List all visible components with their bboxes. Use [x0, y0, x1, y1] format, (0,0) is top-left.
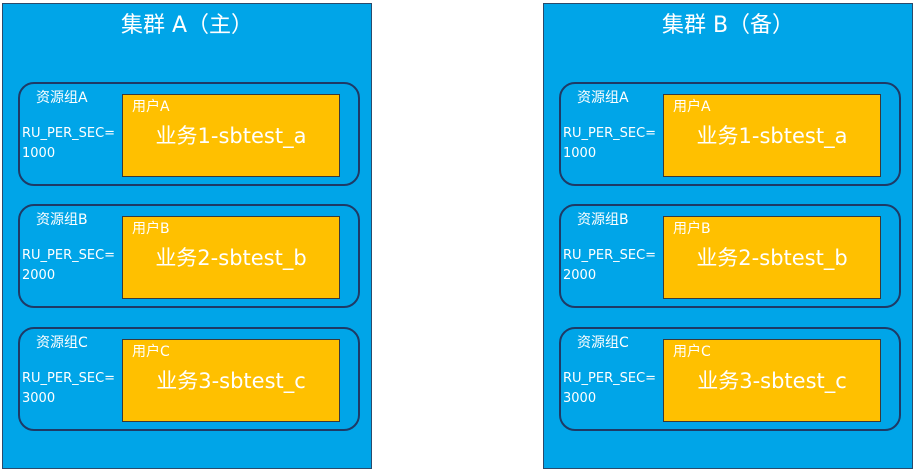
- business-name: 业务2-sbtest_b: [155, 246, 307, 270]
- resource-group-label: 资源组A: [577, 90, 629, 106]
- quota-value: 2000: [22, 268, 56, 283]
- cluster-b: 集群 B（备） 资源组A RU_PER_SEC= 1000 用户A 业务1-sb…: [543, 3, 913, 469]
- quota-key: RU_PER_SEC=: [563, 371, 657, 386]
- resource-group-quota: RU_PER_SEC= 2000: [563, 246, 668, 286]
- quota-key: RU_PER_SEC=: [563, 248, 657, 263]
- user-label: 用户B: [132, 221, 170, 237]
- resource-group-b: 资源组B RU_PER_SEC= 2000 用户B 业务2-sbtest_b: [18, 204, 360, 308]
- business-box: 用户B 业务2-sbtest_b: [663, 216, 881, 299]
- resource-group-b: 资源组B RU_PER_SEC= 2000 用户B 业务2-sbtest_b: [559, 204, 901, 308]
- user-label: 用户C: [673, 344, 711, 360]
- user-label: 用户B: [673, 221, 711, 237]
- resource-group-label: 资源组B: [577, 212, 629, 228]
- quota-value: 1000: [563, 146, 597, 161]
- user-label: 用户A: [132, 99, 170, 115]
- quota-key: RU_PER_SEC=: [22, 126, 116, 141]
- quota-key: RU_PER_SEC=: [22, 248, 116, 263]
- resource-group-a: 资源组A RU_PER_SEC= 1000 用户A 业务1-sbtest_a: [559, 82, 901, 186]
- business-name: 业务3-sbtest_c: [156, 369, 306, 393]
- user-label: 用户A: [673, 99, 711, 115]
- quota-key: RU_PER_SEC=: [563, 126, 657, 141]
- business-name: 业务1-sbtest_a: [155, 124, 307, 148]
- quota-key: RU_PER_SEC=: [22, 371, 116, 386]
- resource-group-quota: RU_PER_SEC= 1000: [563, 124, 668, 164]
- user-label: 用户C: [132, 344, 170, 360]
- resource-group-quota: RU_PER_SEC= 3000: [563, 369, 668, 409]
- business-box: 用户C 业务3-sbtest_c: [122, 339, 340, 422]
- resource-group-label: 资源组C: [36, 335, 88, 351]
- quota-value: 1000: [22, 146, 56, 161]
- resource-group-c: 资源组C RU_PER_SEC= 3000 用户C 业务3-sbtest_c: [559, 327, 901, 431]
- business-box: 用户B 业务2-sbtest_b: [122, 216, 340, 299]
- cluster-a: 集群 A（主） 资源组A RU_PER_SEC= 1000 用户A 业务1-sb…: [2, 3, 372, 469]
- business-box: 用户C 业务3-sbtest_c: [663, 339, 881, 422]
- resource-group-quota: RU_PER_SEC= 2000: [22, 246, 127, 286]
- resource-group-label: 资源组C: [577, 335, 629, 351]
- business-name: 业务1-sbtest_a: [696, 124, 848, 148]
- resource-group-a: 资源组A RU_PER_SEC= 1000 用户A 业务1-sbtest_a: [18, 82, 360, 186]
- resource-group-quota: RU_PER_SEC= 1000: [22, 124, 127, 164]
- business-box: 用户A 业务1-sbtest_a: [122, 94, 340, 177]
- cluster-title: 集群 A（主）: [120, 13, 254, 38]
- business-name: 业务3-sbtest_c: [697, 369, 847, 393]
- quota-value: 3000: [22, 391, 56, 406]
- business-name: 业务2-sbtest_b: [696, 246, 848, 270]
- quota-value: 3000: [563, 391, 597, 406]
- resource-group-label: 资源组A: [36, 90, 88, 106]
- resource-group-quota: RU_PER_SEC= 3000: [22, 369, 127, 409]
- quota-value: 2000: [563, 268, 597, 283]
- business-box: 用户A 业务1-sbtest_a: [663, 94, 881, 177]
- resource-group-label: 资源组B: [36, 212, 88, 228]
- cluster-title: 集群 B（备）: [661, 13, 795, 38]
- resource-group-c: 资源组C RU_PER_SEC= 3000 用户C 业务3-sbtest_c: [18, 327, 360, 431]
